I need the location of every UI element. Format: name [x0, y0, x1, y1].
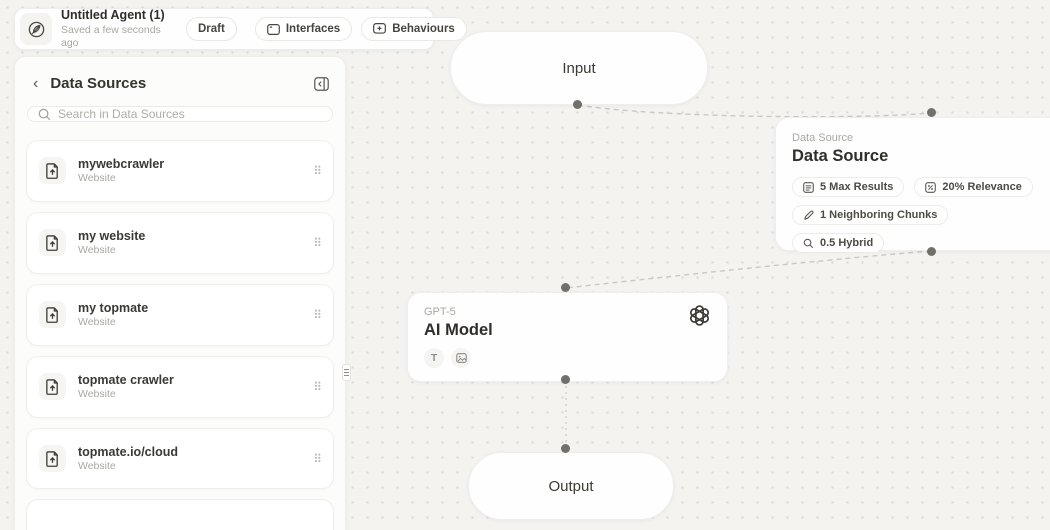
- ai-model-output-port[interactable]: [561, 375, 570, 384]
- list-item-topmate-crawler[interactable]: topmate crawler Website ⠿: [26, 355, 334, 418]
- drag-handle-icon[interactable]: ⠿: [313, 451, 322, 466]
- wire-datasource-to-aimodel: [565, 250, 932, 289]
- wire-input-to-datasource: [577, 104, 932, 118]
- item-type: Website: [78, 459, 116, 472]
- input-node-output-port[interactable]: [573, 100, 582, 109]
- item-name: topmate.io/cloud: [78, 444, 178, 459]
- list-item-partial[interactable]: [26, 499, 334, 530]
- file-upload-icon: [39, 445, 66, 472]
- agent-header-bar: Untitled Agent (1) Saved a few seconds a…: [14, 8, 467, 50]
- file-upload-icon: [39, 301, 66, 329]
- data-source-settings: 5 Max Results 20% Relevance 1 Neighborin…: [792, 177, 1050, 253]
- openai-logo-icon: [688, 304, 711, 332]
- drag-handle-icon[interactable]: ⠿: [313, 379, 322, 394]
- item-type: Website: [78, 316, 116, 329]
- image-capability-icon: [451, 348, 471, 368]
- ai-model-input-port[interactable]: [561, 283, 570, 292]
- search-input[interactable]: [58, 107, 322, 121]
- list-item-topmate-io-cloud[interactable]: topmate.io/cloud Website ⠿: [26, 427, 334, 490]
- behaviours-button[interactable]: Behaviours: [361, 17, 467, 41]
- data-sources-header: ‹ Data Sources: [15, 57, 345, 104]
- item-name: my topmate: [78, 300, 149, 315]
- neighboring-chunks-icon: [804, 209, 814, 220]
- draft-status-badge[interactable]: Draft: [186, 17, 237, 41]
- drag-handle-icon[interactable]: ⠿: [313, 307, 322, 322]
- agent-title-block: Untitled Agent (1) Saved a few seconds a…: [61, 8, 177, 50]
- panel-title: Data Sources: [50, 75, 147, 92]
- output-node-input-port[interactable]: [561, 444, 570, 453]
- relevance-icon: [925, 181, 937, 193]
- collapse-panel-icon: [314, 76, 329, 91]
- drag-handle-icon[interactable]: ⠿: [313, 163, 322, 178]
- agent-logo[interactable]: [20, 13, 52, 45]
- drag-handle-icon[interactable]: ⠿: [313, 235, 322, 250]
- collapse-panel-button[interactable]: [314, 76, 329, 91]
- hybrid-search-icon: [803, 238, 814, 248]
- search-icon: [38, 108, 51, 120]
- item-name: my website: [78, 228, 146, 243]
- input-node[interactable]: Input: [450, 31, 708, 105]
- max-results-label: 5 Max Results: [820, 181, 894, 193]
- ai-model-node[interactable]: GPT-5 AI Model T: [407, 292, 728, 382]
- panel-resize-handle[interactable]: [342, 364, 351, 381]
- neighboring-chunks-badge[interactable]: 1 Neighboring Chunks: [792, 205, 949, 225]
- item-name: topmate crawler: [78, 372, 174, 387]
- node-title: AI Model: [424, 321, 493, 339]
- model-name-label: GPT-5: [424, 306, 456, 318]
- file-upload-icon: [39, 157, 66, 185]
- neighboring-chunks-label: 1 Neighboring Chunks: [820, 209, 938, 221]
- item-name: mywebcrawler: [78, 157, 165, 171]
- relevance-badge[interactable]: 20% Relevance: [914, 177, 1033, 197]
- hybrid-search-badge[interactable]: 0.5 Hybrid: [792, 233, 885, 253]
- item-type: Website: [78, 387, 116, 400]
- data-source-node[interactable]: Data Source Data Source 5 Max Results 20…: [775, 117, 1050, 253]
- data-sources-panel: ‹ Data Sources mywebcrawler Website: [14, 56, 346, 530]
- input-node-label: Input: [562, 59, 596, 77]
- behaviours-label: Behaviours: [392, 23, 455, 35]
- file-upload-icon: [39, 373, 66, 401]
- agent-title: Untitled Agent (1): [61, 8, 165, 23]
- search-box: [27, 106, 333, 122]
- back-chevron-icon[interactable]: ‹: [33, 74, 39, 92]
- model-capabilities: T: [424, 348, 711, 368]
- data-source-output-port[interactable]: [927, 247, 936, 256]
- node-title: Data Source: [792, 147, 889, 165]
- list-item-my-topmate[interactable]: my topmate Website ⠿: [26, 283, 334, 346]
- item-type: Website: [78, 172, 116, 185]
- data-source-list: mywebcrawler Website ⠿ my website Websit…: [15, 136, 345, 530]
- output-node-label: Output: [548, 477, 594, 495]
- quill-icon: [28, 21, 44, 37]
- item-type: Website: [78, 244, 116, 257]
- text-capability-icon: T: [424, 348, 444, 368]
- max-results-badge[interactable]: 5 Max Results: [792, 177, 905, 197]
- interfaces-label: Interfaces: [285, 23, 341, 35]
- list-item-my-website[interactable]: my website Website ⠿: [26, 211, 334, 274]
- max-results-icon: [803, 181, 814, 193]
- message-plus-icon: [373, 23, 387, 34]
- relevance-label: 20% Relevance: [942, 181, 1022, 193]
- hybrid-search-label: 0.5 Hybrid: [820, 237, 874, 249]
- interfaces-button[interactable]: Interfaces: [254, 17, 353, 41]
- window-icon: [266, 23, 280, 35]
- agent-save-status: Saved a few seconds ago: [61, 23, 161, 49]
- data-source-input-port[interactable]: [927, 108, 936, 117]
- list-item-mywebcrawler[interactable]: mywebcrawler Website ⠿: [26, 140, 334, 202]
- output-node[interactable]: Output: [468, 452, 674, 520]
- node-category-label: Data Source: [792, 132, 854, 144]
- file-upload-icon: [39, 229, 66, 257]
